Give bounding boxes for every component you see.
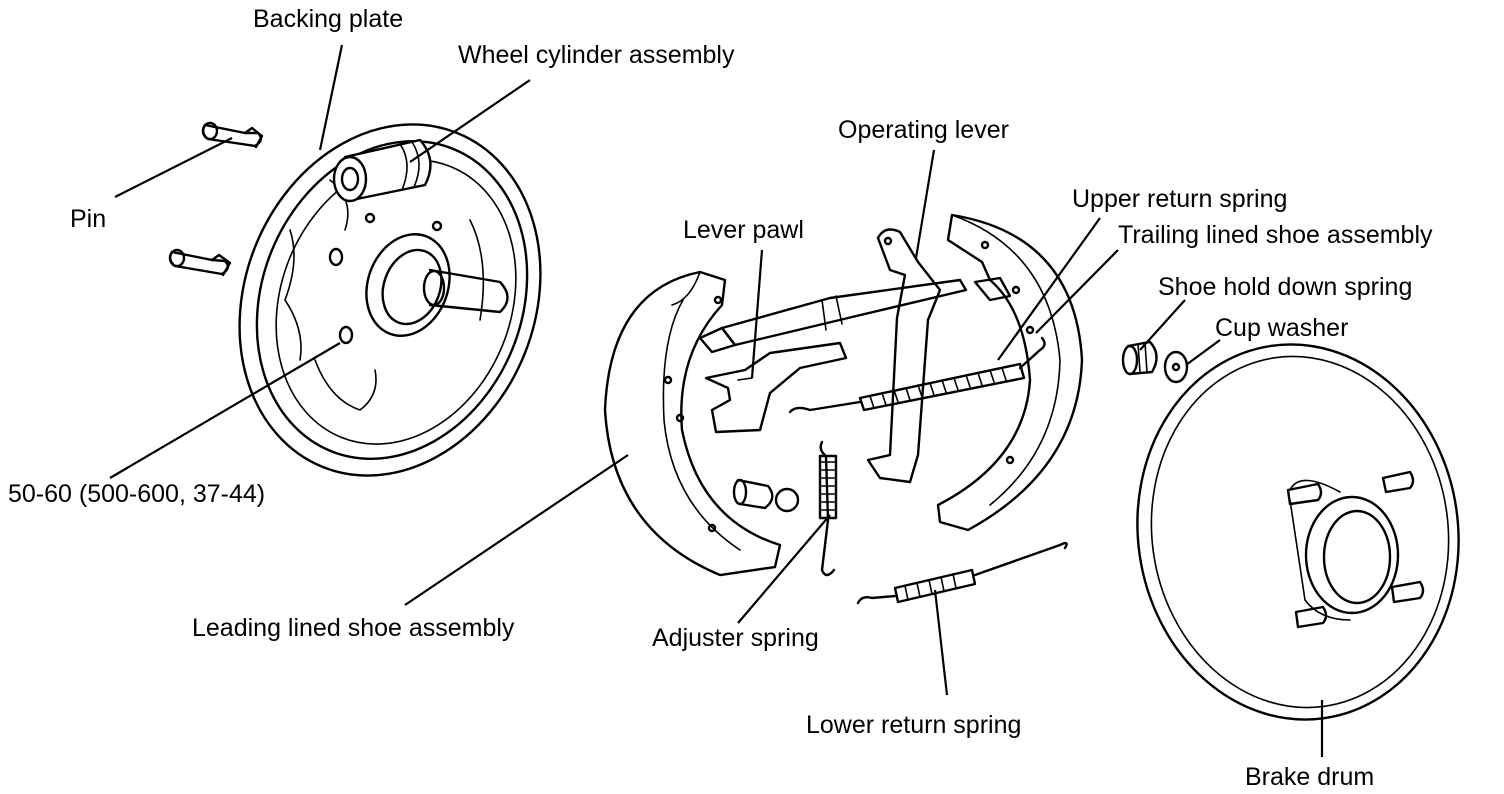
cup-washer	[1163, 350, 1189, 384]
leading-lined-shoe-assembly	[603, 270, 782, 577]
label-backing-plate: Backing plate	[253, 5, 403, 33]
lower-return-spring	[856, 541, 1068, 605]
hold-down-spring-middle	[732, 478, 800, 513]
label-lever-pawl: Lever pawl	[683, 216, 804, 244]
lever-pawl	[704, 341, 848, 434]
pin-lower	[168, 248, 232, 277]
pin-upper	[201, 121, 264, 149]
backing-plate	[238, 123, 542, 477]
labels: Backing plate Wheel cylinder assembly Pi…	[8, 5, 1433, 791]
operating-lever	[866, 228, 942, 484]
label-lower-return-spring: Lower return spring	[806, 711, 1021, 739]
label-brake-drum: Brake drum	[1245, 763, 1374, 791]
label-cup-washer: Cup washer	[1215, 314, 1348, 342]
adjuster-spring	[818, 440, 838, 577]
label-leading-lined-shoe-assembly: Leading lined shoe assembly	[192, 614, 515, 642]
wheel-cylinder-assembly	[332, 138, 432, 203]
shoe-hold-down-spring	[1121, 340, 1158, 376]
label-torque-spec: 50-60 (500-600, 37-44)	[8, 480, 265, 508]
label-operating-lever: Operating lever	[838, 116, 1009, 144]
brake-drum	[1136, 343, 1460, 721]
label-upper-return-spring: Upper return spring	[1072, 185, 1287, 213]
label-wheel-cylinder-assembly: Wheel cylinder assembly	[458, 41, 735, 69]
leader-lines	[109, 44, 1324, 757]
label-adjuster-spring: Adjuster spring	[652, 624, 819, 652]
label-pin: Pin	[70, 205, 106, 233]
trailing-lined-shoe-assembly	[936, 213, 1084, 532]
adjuster-strut	[698, 278, 968, 354]
label-trailing-lined-shoe-assembly: Trailing lined shoe assembly	[1118, 221, 1433, 249]
label-shoe-hold-down-spring: Shoe hold down spring	[1158, 273, 1412, 301]
upper-return-spring	[788, 336, 1046, 414]
